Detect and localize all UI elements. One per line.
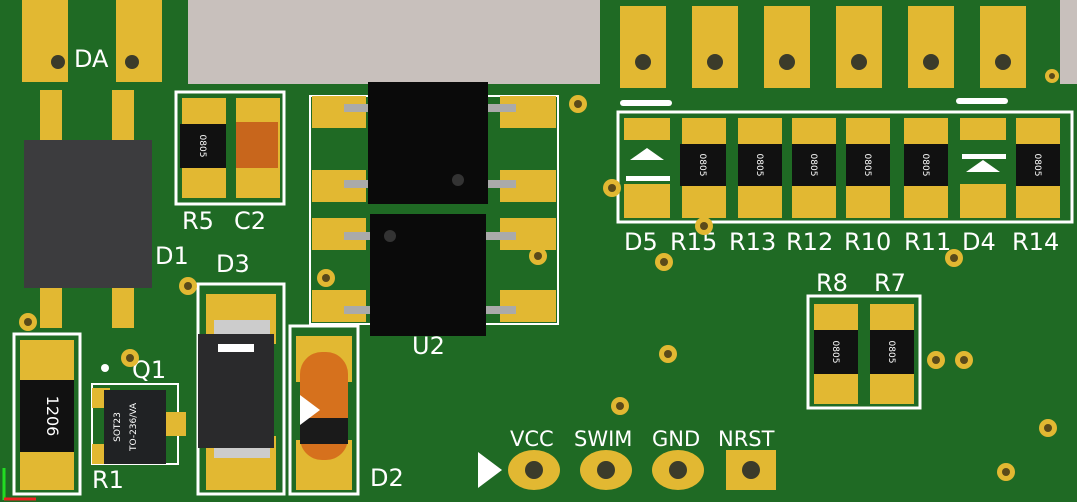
svg-text:0805: 0805 [862,154,872,177]
r5-body [180,124,226,168]
right-resistor-row: 0805 0805 0805 0805 0805 0805 [616,98,1074,224]
svg-text:SOT23: SOT23 [113,412,123,442]
designator-d3: D3 [216,250,250,278]
d3-diode: D3 [196,250,286,496]
r8-r7-group: 0805 0805 R8 R7 [806,269,922,410]
d2-diode: D2 [288,324,404,496]
svg-text:0805: 0805 [754,154,764,177]
axis-indicator [2,468,36,501]
designator-r13: R13 [729,228,776,256]
designator-r10: R10 [844,228,891,256]
c2-body [236,122,278,168]
q1-transistor: SOT23 TO-236/VA Q1 [91,356,186,465]
svg-text:0805: 0805 [808,154,818,177]
designator-u2: U2 [412,332,445,360]
designator-d5: D5 [624,228,658,256]
programming-header: VCC SWIM GND NRST [478,427,776,490]
d1-body [24,140,152,288]
designator-r14: R14 [1012,228,1059,256]
d1-component: D1 [24,90,189,328]
vias [19,69,1059,481]
svg-text:0805: 0805 [697,154,707,177]
designator-d4: D4 [962,228,996,256]
designator-da: DA [74,45,109,73]
designator-c2: C2 [234,207,266,235]
right-row-designators: D5 R15 R13 R12 R10 R11 D4 R14 [624,228,1059,256]
designator-r11: R11 [904,228,951,256]
designator-r8: R8 [816,269,848,297]
da-component: DA [22,0,162,82]
svg-text:0805: 0805 [1032,154,1042,177]
label-gnd: GND [652,427,700,451]
svg-text:0805: 0805 [886,341,896,364]
label-vcc: VCC [510,427,554,451]
label-swim: SWIM [574,427,632,451]
designator-r12: R12 [786,228,833,256]
designator-d2: D2 [370,464,404,492]
svg-text:0805: 0805 [830,341,840,364]
label-nrst: NRST [718,427,775,451]
designator-r7: R7 [874,269,906,297]
r5-c2-group: 0805 R5 C2 [174,90,286,235]
u2-chip-top [368,82,488,204]
designator-d1: D1 [155,242,189,270]
svg-text:0805: 0805 [920,154,930,177]
designator-r5: R5 [182,207,214,235]
svg-text:0805: 0805 [197,135,207,158]
u2-component: U2 [309,82,559,360]
svg-text:1206: 1206 [43,396,62,437]
top-connector [620,6,1026,88]
svg-text:TO-236/VA: TO-236/VA [129,402,139,452]
r1-1206-resistor: 1206 R1 [12,332,124,496]
designator-r1: R1 [92,466,124,494]
